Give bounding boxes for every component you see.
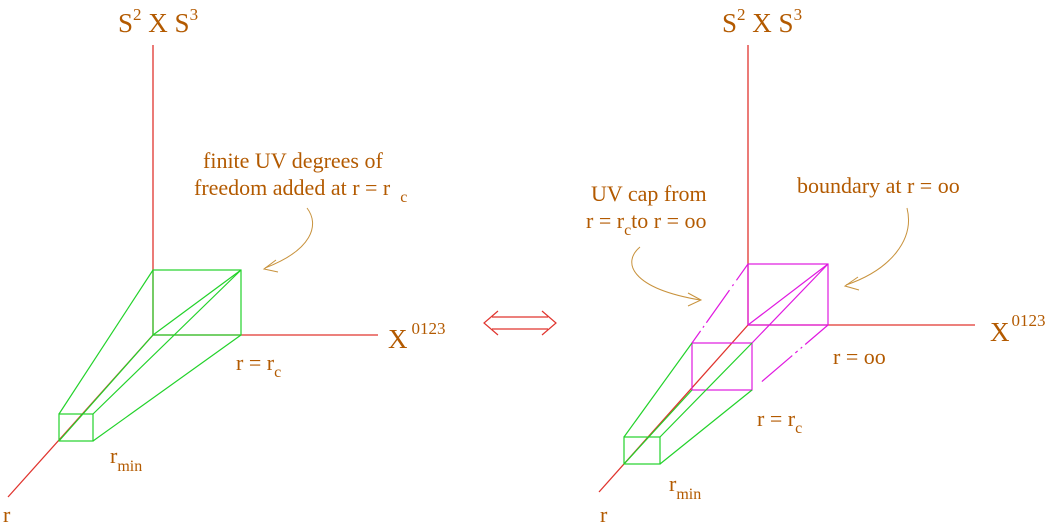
right-cap-arrow <box>631 246 701 301</box>
left-annotation-line1: finite UV degrees of <box>203 148 383 173</box>
equivalence-arrow <box>483 310 557 336</box>
right-cap-arrowhead <box>687 292 703 307</box>
left-green-box <box>58 269 242 442</box>
right-rc-label: r = rc <box>757 406 802 437</box>
right-boundary-arrow <box>845 207 909 286</box>
right-r-axis-label: r <box>600 502 608 527</box>
right-rmin-label: rmin <box>669 471 701 503</box>
left-annotation-arrow <box>264 207 314 269</box>
right-r-axis <box>598 324 749 493</box>
right-green-box <box>623 342 753 465</box>
right-boundary-arrowhead <box>843 276 860 291</box>
right-y-axis-label: S2 X S3 <box>722 5 802 38</box>
left-r-axis-label: r <box>3 502 11 527</box>
left-rc-label: r = rc <box>236 350 281 381</box>
right-boundary-label: boundary at r = oo <box>797 173 960 198</box>
left-annotation-arrowhead <box>262 259 279 273</box>
right-magenta-cap <box>691 263 829 391</box>
left-y-axis-label: S2 X S3 <box>118 5 198 38</box>
left-rmin-label: rmin <box>110 443 142 475</box>
right-cap-line1: UV cap from <box>591 181 707 206</box>
right-rinf-label: r = oo <box>833 344 886 369</box>
right-cap-line2: r = rcto r = oo <box>586 208 707 239</box>
